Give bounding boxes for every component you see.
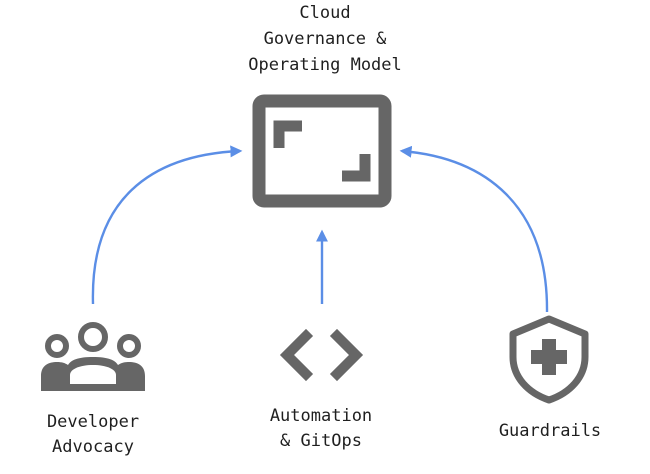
frame-corners-icon xyxy=(252,94,392,208)
arrow-guardrails-to-center xyxy=(399,145,549,313)
node-label-guardrails: Guardrails xyxy=(498,421,602,441)
node-label-automation-gitops: Automation & GitOps xyxy=(269,406,373,451)
code-brackets-icon xyxy=(279,328,364,382)
node-label-developer-advocacy: Developer Advocacy xyxy=(46,412,140,457)
people-group-icon xyxy=(41,322,145,391)
arrow-developer-to-center xyxy=(91,145,243,305)
diagram-title: Cloud Governance & Operating Model xyxy=(248,3,402,75)
shield-plus-icon xyxy=(509,315,589,404)
